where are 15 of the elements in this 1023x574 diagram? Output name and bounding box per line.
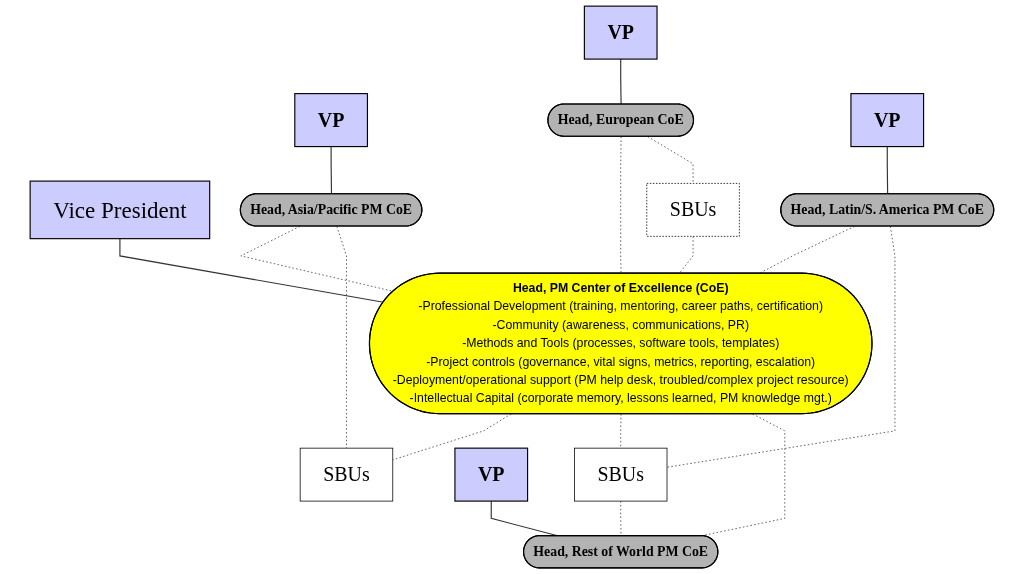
node-box: SBUs — [573, 447, 667, 502]
connector — [240, 226, 394, 292]
node-box: VP — [453, 447, 528, 502]
node-box: VP — [293, 93, 368, 148]
node-box: VP — [583, 5, 658, 60]
connector — [886, 146, 888, 195]
connector — [619, 413, 622, 449]
connector — [336, 226, 347, 449]
node-box: Vice President — [29, 180, 210, 240]
connector — [619, 136, 622, 274]
connector — [619, 58, 622, 105]
node-box: SBUs — [299, 447, 393, 502]
connector — [330, 146, 332, 195]
node-box: VP — [849, 93, 924, 148]
node-box: SBUs — [645, 183, 740, 237]
